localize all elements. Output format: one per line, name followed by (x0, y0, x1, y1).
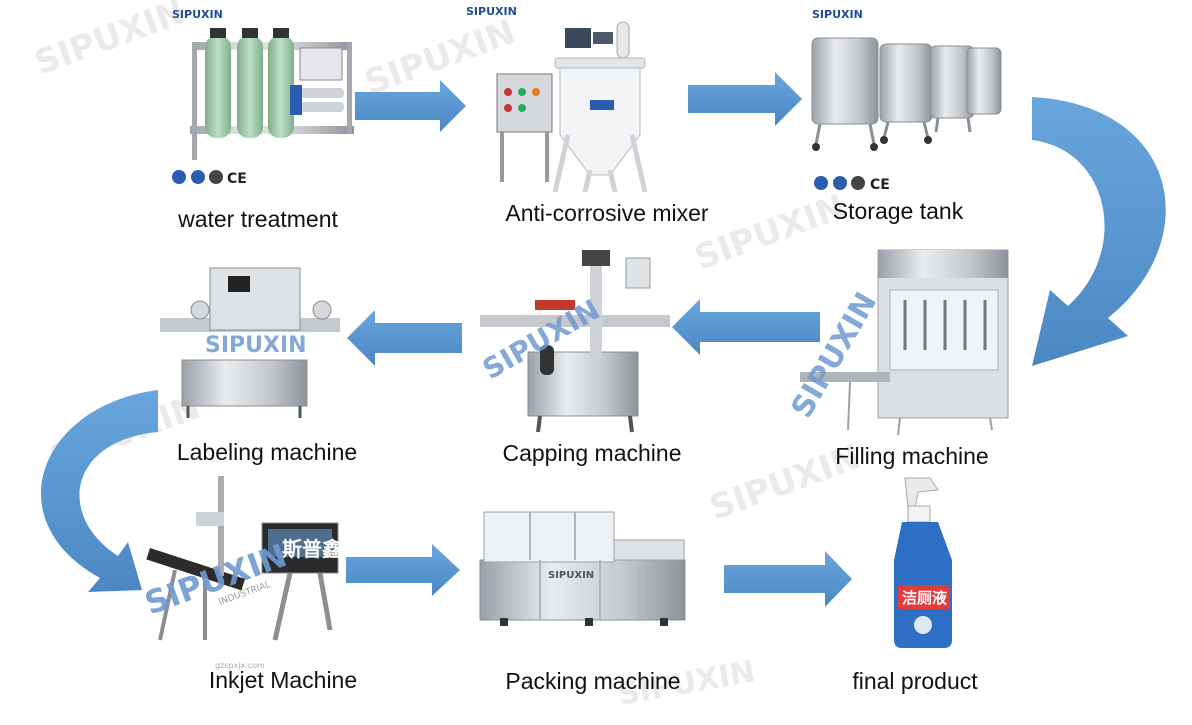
inkjet-machine-image: SIPUXIN 斯普鑫 INDUSTRIAL gzspxjx.com (140, 476, 342, 670)
cert-icons: CE (814, 176, 890, 193)
step-label-storage: Storage tank (832, 198, 964, 224)
filling-machine-image: SIPUXIN (785, 249, 1009, 436)
step-label-labeling: Labeling machine (176, 439, 358, 465)
cert-icons: CE (172, 170, 247, 187)
arrow-filling-to-capping (672, 299, 820, 355)
brand-logo: SIPUXIN (812, 8, 863, 21)
ce-mark: CE (227, 171, 247, 187)
filling-watermark: SIPUXIN (785, 287, 885, 424)
flow-arrows (41, 72, 1166, 607)
step-label-packing: Packing machine (505, 668, 681, 694)
water-treatment-image: SIPUXIN CE (172, 8, 354, 187)
packing-machine-image: SIPUXIN (479, 511, 686, 626)
ce-mark: CE (870, 177, 890, 193)
arrow-water-to-mixer (355, 80, 466, 132)
arrow-inkjet-to-packing (346, 544, 460, 596)
capping-machine-image: SIPUXIN (477, 250, 670, 433)
step-label-capping: Capping machine (502, 440, 682, 466)
watermark-2: SIPUXIN (359, 12, 520, 103)
arrow-packing-to-product (724, 551, 852, 607)
arrow-capping-to-labeling (347, 310, 462, 366)
watermark-3: SIPUXIN (689, 187, 850, 278)
product-label-cn: 洁厕液 (902, 589, 948, 607)
arrow-labeling-to-inkjet (41, 390, 158, 592)
site-text: gzspxjx.com (215, 661, 265, 670)
labeling-watermark: SIPUXIN (205, 333, 307, 358)
brand-logo: SIPUXIN (466, 5, 517, 18)
arrow-storage-to-filling (1032, 97, 1166, 366)
brand-logo: SIPUXIN (172, 8, 223, 21)
mixer-image: SIPUXIN (466, 5, 648, 193)
storage-tank-image: SIPUXIN CE (811, 8, 1002, 193)
watermark-1: SIPUXIN (29, 0, 190, 83)
labeling-machine-image: SIPUXIN (160, 267, 340, 418)
step-label-filling: Filling machine (835, 443, 989, 469)
step-label-mixer: Anti-corrosive mixer (505, 200, 709, 226)
inkjet-watermark: SIPUXIN (140, 536, 292, 622)
step-label-inkjet: Inkjet Machine (208, 667, 358, 693)
final-product-image: 洁厕液 (894, 477, 952, 648)
arrow-mixer-to-storage (688, 72, 802, 126)
step-label-water: water treatment (178, 206, 338, 232)
packing-brand: SIPUXIN (548, 570, 594, 581)
inkjet-brand-cn: 斯普鑫 (282, 537, 342, 561)
step-label-product: final product (852, 668, 978, 694)
